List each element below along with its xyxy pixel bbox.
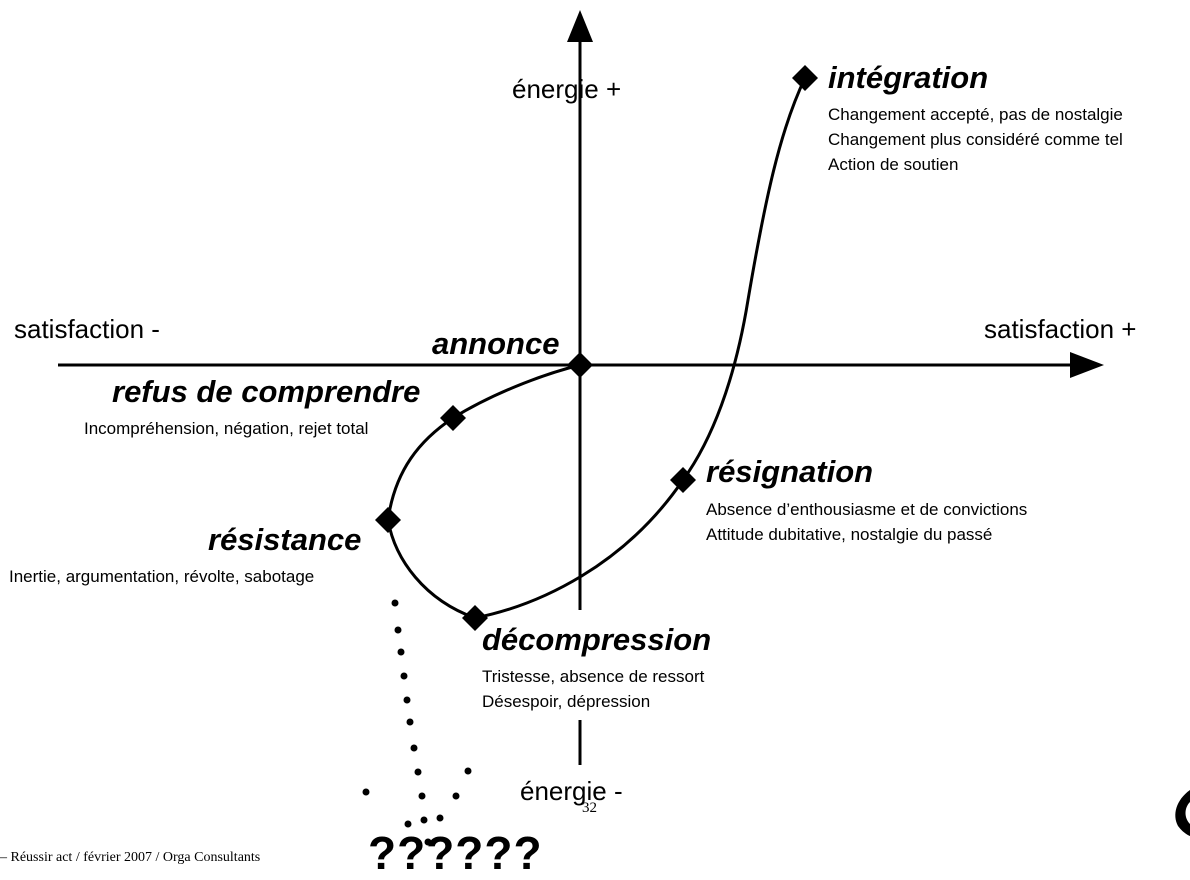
footer-text: – Réussir act / février 2007 / Orga Cons…: [0, 850, 261, 865]
marker-decompression: [462, 605, 488, 631]
stage-title-annonce: annonce: [432, 326, 560, 361]
stage-title-integration: intégration: [828, 60, 989, 95]
marker-integration: [792, 65, 818, 91]
marker-refus: [440, 405, 466, 431]
stage-title-resignation: résignation: [706, 454, 874, 489]
axis-label-energy-plus: énergie +: [512, 74, 622, 104]
stage-desc-line: Changement plus considéré comme tel: [828, 130, 1123, 149]
marker-resignation: [670, 467, 696, 493]
axis-label-satisfaction-plus: satisfaction +: [984, 314, 1137, 344]
stage-desc-line: Incompréhension, négation, rejet total: [84, 419, 369, 438]
stage-title-decompression: décompression: [482, 622, 712, 657]
stage-title-resistance: résistance: [208, 522, 362, 557]
dotted-path: [362, 599, 472, 846]
stage-desc-line: Inertie, argumentation, révolte, sabotag…: [9, 567, 315, 586]
stage-desc-line: Absence d’enthousiasme et de convictions: [706, 500, 1028, 519]
stage-desc-line: Action de soutien: [828, 155, 959, 174]
page-number: 32: [582, 800, 597, 816]
stage-title-refus: refus de comprendre: [112, 374, 421, 409]
stage-desc-line: Changement accepté, pas de nostalgie: [828, 105, 1123, 124]
question-marks: ??????: [368, 827, 543, 879]
axis-label-energy-minus: énergie -: [520, 776, 623, 806]
marker-resistance: [375, 507, 401, 533]
horizontal-axis-arrowhead: [1070, 352, 1104, 378]
edge-logo-fragment: [1175, 790, 1190, 836]
stage-desc-line: Attitude dubitative, nostalgie du passé: [706, 525, 993, 544]
stage-desc-integration: Changement accepté, pas de nostalgie Cha…: [828, 102, 1123, 177]
stage-desc-decompression: Tristesse, absence de ressort Désespoir,…: [482, 664, 704, 714]
stage-desc-line: Tristesse, absence de ressort: [482, 667, 705, 686]
stage-desc-resistance: Inertie, argumentation, révolte, sabotag…: [9, 564, 314, 589]
marker-annonce: [567, 352, 593, 378]
stage-desc-refus: Incompréhension, négation, rejet total: [84, 416, 368, 441]
stage-desc-resignation: Absence d’enthousiasme et de convictions…: [706, 497, 1027, 547]
stage-desc-line: Désespoir, dépression: [482, 692, 651, 711]
axis-label-satisfaction-minus: satisfaction -: [14, 314, 160, 344]
vertical-axis-arrowhead: [567, 10, 593, 42]
